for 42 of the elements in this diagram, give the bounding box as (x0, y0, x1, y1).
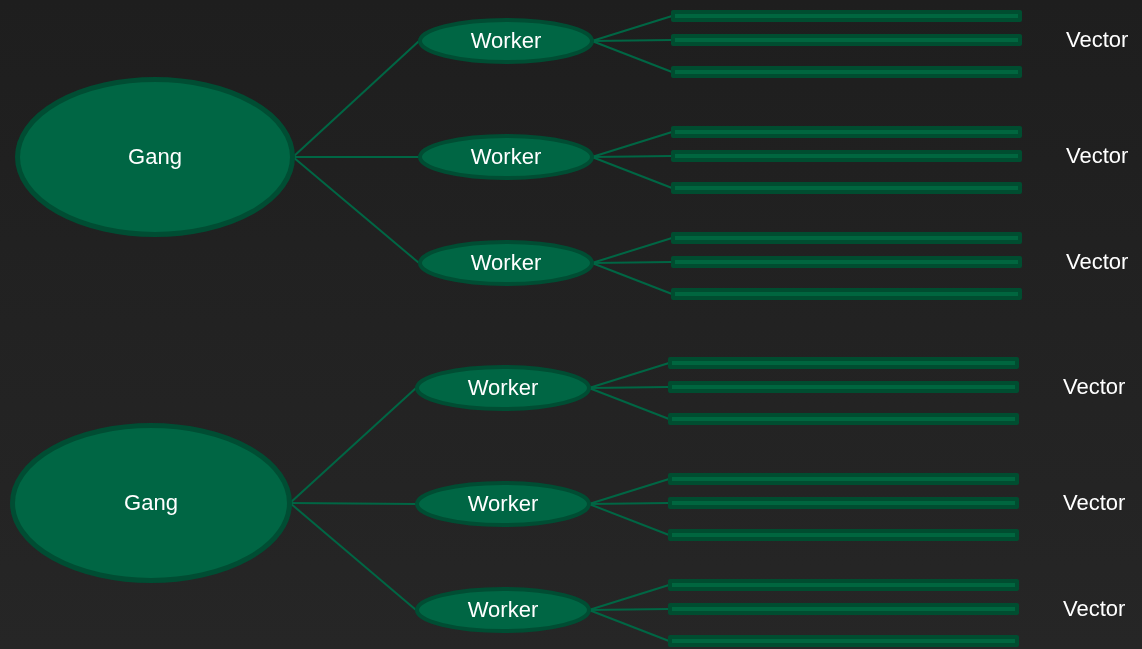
ellipse-node (415, 481, 591, 527)
vector-bar (671, 182, 1022, 194)
node-label: Worker (466, 491, 540, 517)
vector-bar (671, 288, 1022, 300)
vector-label: Vector (1063, 596, 1126, 622)
vector-bar (668, 473, 1019, 485)
node-label: Gang (123, 490, 179, 516)
connector-line (588, 609, 670, 642)
vector-bar (671, 10, 1022, 22)
vector-bar (668, 413, 1019, 425)
ellipse-node (15, 77, 295, 237)
node-label: Worker (469, 28, 543, 54)
vector-bar (668, 635, 1019, 647)
node-label: Worker (466, 375, 540, 401)
vector-label: Vector (1066, 249, 1129, 275)
node-label: Worker (469, 250, 543, 276)
vector-label: Vector (1063, 374, 1126, 400)
ellipse-node (418, 240, 594, 286)
vector-bar (668, 579, 1019, 591)
vector-label: Vector (1063, 490, 1126, 516)
vector-bar (668, 529, 1019, 541)
ellipse-node (418, 18, 594, 64)
connector-line (588, 387, 670, 420)
connector-line (591, 40, 673, 73)
node-label: Gang (127, 144, 183, 170)
connector-line (289, 387, 417, 504)
node-label: Worker (466, 597, 540, 623)
vector-bar (671, 232, 1022, 244)
vector-label: Vector (1066, 27, 1129, 53)
connector-line (588, 503, 670, 536)
ellipse-node (415, 587, 591, 633)
connector-line (591, 156, 673, 189)
ellipse-node (415, 365, 591, 411)
connector-line (292, 40, 420, 158)
vector-label: Vector (1066, 143, 1129, 169)
vector-bar (671, 66, 1022, 78)
connector-line (591, 262, 673, 295)
ellipse-node (418, 134, 594, 180)
ellipse-node (10, 423, 292, 583)
vector-bar (671, 126, 1022, 138)
vector-bar (668, 357, 1019, 369)
node-label: Worker (469, 144, 543, 170)
